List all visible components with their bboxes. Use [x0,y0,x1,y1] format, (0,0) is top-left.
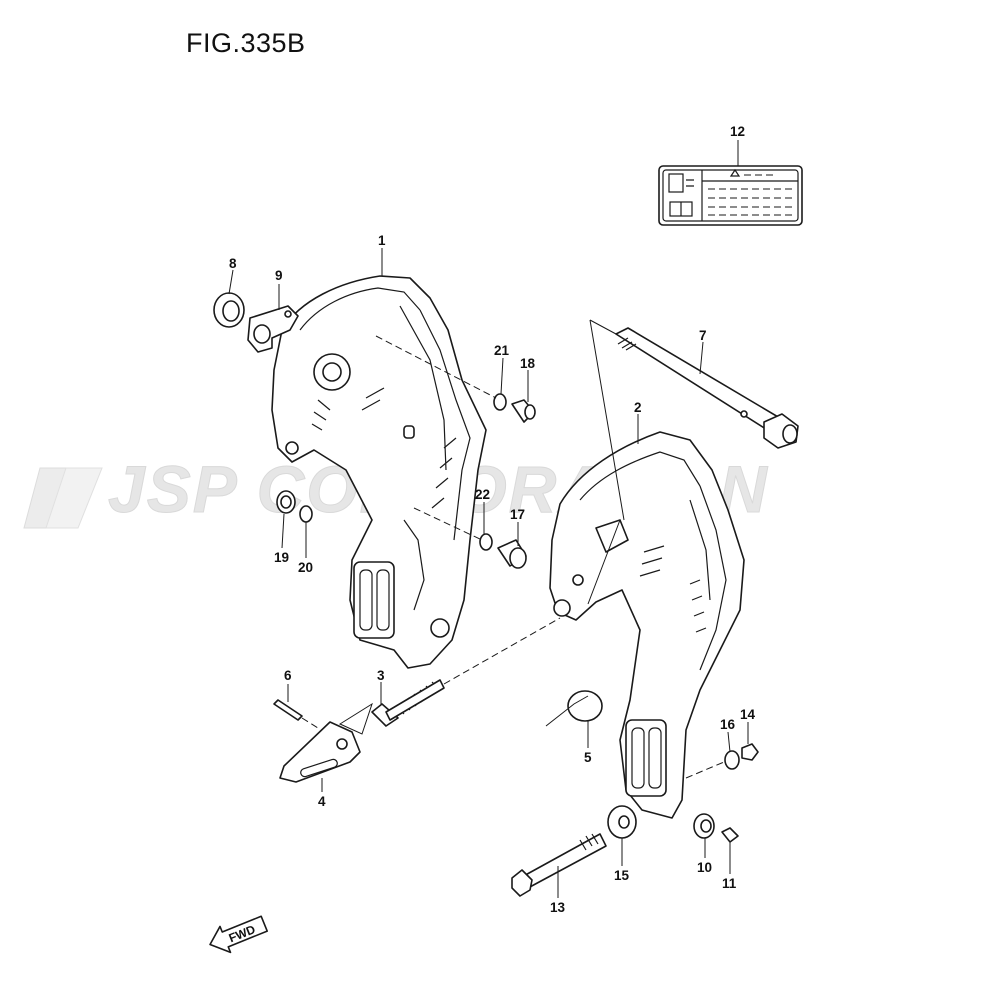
part-11-screw[interactable] [721,827,739,843]
callout-12: 12 [730,124,745,139]
callout-16: 16 [720,717,736,732]
part-13-bolt[interactable] [511,833,607,897]
callout-18: 18 [520,356,536,371]
part-3-spring-rod[interactable] [371,679,445,727]
part-20-washer[interactable] [299,505,313,523]
part-7-tilt-tube[interactable] [615,327,799,449]
callout-15: 15 [614,868,630,883]
callout-19: 19 [274,550,289,565]
leader-lines [228,140,749,898]
callout-labels: 12 1 8 9 7 21 18 2 22 17 19 20 6 3 4 5 1… [229,124,756,915]
callout-2: 2 [634,400,642,415]
part-22-washer[interactable] [479,533,493,551]
part-1-clamp-bracket-left[interactable] [271,275,487,669]
figure-title: FIG.335B [186,28,306,58]
fwd-direction-arrow: FWD [209,915,268,954]
callout-6: 6 [284,668,292,683]
part-17-bolt[interactable] [497,539,527,569]
callout-14: 14 [740,707,756,722]
part-4-lever[interactable] [279,721,361,783]
part-9-plate[interactable] [247,305,299,353]
callout-1: 1 [378,233,386,248]
part-19-bushing[interactable] [276,490,296,514]
part-15-washer[interactable] [607,805,637,839]
callout-13: 13 [550,900,566,915]
callout-4: 4 [318,794,326,809]
callout-22: 22 [475,487,490,502]
callout-10: 10 [697,860,712,875]
part-14-nut[interactable] [741,743,759,761]
callout-9: 9 [275,268,283,283]
callout-8: 8 [229,256,237,271]
callout-5: 5 [584,750,592,765]
callout-20: 20 [298,560,313,575]
part-2-clamp-bracket-right[interactable] [549,431,745,819]
part-16-washer[interactable] [724,750,740,770]
callout-11: 11 [722,876,737,891]
callout-17: 17 [510,507,525,522]
callout-7: 7 [699,328,707,343]
callout-21: 21 [494,343,510,358]
callout-3: 3 [377,668,385,683]
part-18-screw[interactable] [511,399,536,423]
part-8-nut[interactable] [213,292,245,328]
part-12-warning-label[interactable] [658,165,803,226]
part-10-collar[interactable] [693,813,715,839]
part-5-pad[interactable] [567,690,603,722]
part-21-washer[interactable] [493,393,507,411]
part-6-pin[interactable] [273,699,303,721]
